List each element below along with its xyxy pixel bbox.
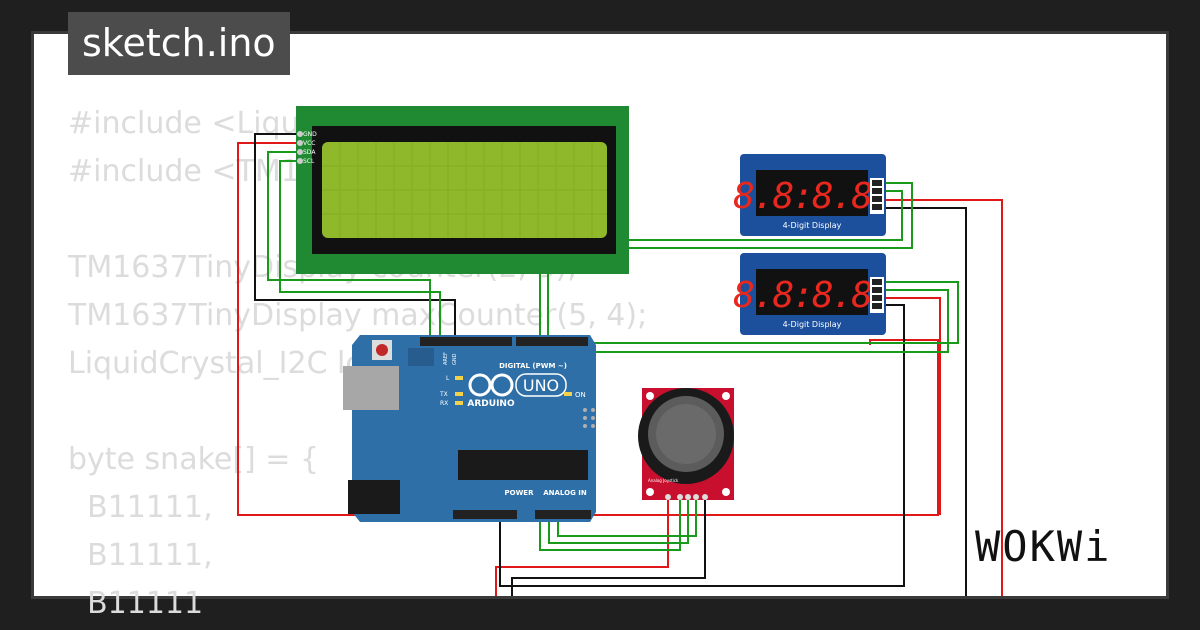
wire-green-d2 (547, 182, 913, 343)
wire-red-joy-vcc (495, 497, 669, 596)
digital-header-left (420, 337, 512, 346)
usb-connector (343, 366, 399, 410)
wire-red-display-right (885, 199, 1003, 596)
lcd-pin-scl: SCL (303, 158, 315, 165)
display-1-label: 4-Digit Display (783, 221, 842, 230)
wire-green-a0 (539, 497, 681, 551)
digital-header-right (516, 337, 588, 346)
power-jack (348, 480, 400, 514)
lcd-pin-sda: SDA (303, 149, 316, 156)
wire-black-joy (511, 497, 706, 596)
wire-green-a1 (548, 497, 689, 544)
wire-red-display2 (885, 297, 941, 515)
code-line: #include <Liqui (68, 106, 308, 141)
rx-led-label: RX (440, 400, 448, 407)
digital-label: DIGITAL (PWM ~) (499, 362, 567, 370)
wire-black-display1 (885, 207, 967, 596)
code-line: TM1637TinyDisplay maxCounter(5, 4); (68, 298, 648, 333)
code-line: B11111, (68, 538, 213, 573)
joystick-label: Analog Joystick (648, 478, 679, 483)
lcd-char-grid (322, 142, 607, 238)
code-line: B11111, (68, 490, 213, 525)
lcd-pin-header (297, 131, 303, 164)
lcd-module: GND VCC SDA SCL (296, 106, 629, 274)
tx-led-label: TX (439, 391, 448, 398)
on-label: ON (575, 391, 586, 399)
wire-black-lcd-gnd (254, 133, 456, 343)
arduino-uno-board: UNO ARDUINO DIGITAL (PWM ~) ANALOG IN PO… (343, 335, 596, 522)
seven-segment-display-2: 8.8:8.8. 4-Digit Display (733, 253, 893, 335)
wire-green-sda (267, 151, 431, 343)
file-title-tab: sketch.ino (68, 12, 290, 75)
analog-header (535, 510, 591, 519)
analog-label: ANALOG IN (543, 489, 587, 497)
wire-black-display2 (499, 304, 905, 587)
wokwi-logo: WOKWi (975, 522, 1112, 571)
lcd-pin-gnd: GND (303, 131, 317, 138)
seven-segment-display-1: 8.8:8.8. 4-Digit Display (733, 154, 893, 236)
wire-green-scl (279, 160, 441, 343)
display-1-digits: 8.8:8.8. (733, 176, 890, 217)
power-header (453, 510, 517, 519)
display-2-digits: 8.8:8.8. (733, 275, 890, 316)
code-line: B11111 (68, 586, 204, 621)
lcd-pin-vcc: VCC (303, 140, 315, 147)
wire-green-a2 (557, 497, 697, 537)
aref-label: AREF (443, 352, 449, 365)
wire-green-d3 (539, 190, 903, 343)
arduino-model: UNO (523, 376, 559, 395)
analog-joystick: Analog Joystick (638, 388, 734, 500)
atmega-chip (458, 450, 588, 480)
icsp-header (583, 408, 595, 428)
wire-green-d5 (568, 281, 959, 344)
wire-red-lcd-vcc (237, 142, 939, 516)
arduino-brand: ARDUINO (467, 399, 515, 409)
gnd-label: GND (452, 353, 458, 365)
arduino-infinity-icon (468, 373, 514, 397)
l-led-label: L (446, 375, 450, 382)
display-2-label: 4-Digit Display (783, 320, 842, 329)
power-label: POWER (505, 489, 535, 497)
